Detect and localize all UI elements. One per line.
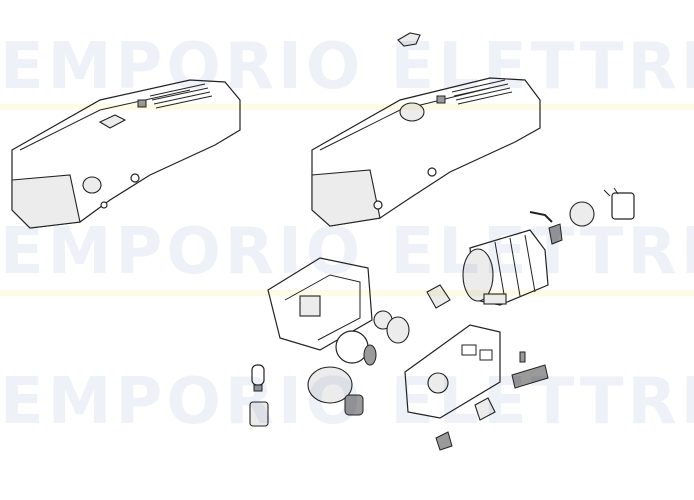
knob-seat	[399, 102, 425, 122]
allen-key	[529, 211, 553, 223]
bracket-ring	[474, 397, 496, 421]
gear	[386, 316, 410, 344]
vent-grille	[451, 79, 513, 105]
capacitor	[611, 192, 635, 220]
release-lock	[82, 176, 102, 194]
gearbox-housing-left	[267, 257, 373, 351]
cover-right	[311, 77, 541, 227]
knob	[98, 114, 127, 129]
lamp-holder	[249, 401, 269, 427]
logo-badge	[137, 99, 147, 108]
wheel-hub	[363, 344, 377, 366]
connector	[435, 431, 453, 451]
capacitor-assembly	[569, 187, 635, 227]
terminal-block	[511, 364, 549, 389]
worm-screw	[426, 284, 451, 309]
lamp	[251, 364, 265, 392]
vent-grille	[149, 83, 213, 109]
worm-wheel	[335, 330, 369, 364]
gearbox-housing-right	[404, 324, 501, 419]
electric-motor	[462, 229, 549, 306]
logo-badge	[436, 95, 446, 104]
motor-foot	[483, 293, 507, 305]
cover-left	[11, 79, 241, 229]
release-knob	[397, 32, 421, 47]
limit-cam	[519, 351, 526, 363]
worm-gear	[548, 223, 563, 245]
output-pinion	[307, 366, 364, 416]
